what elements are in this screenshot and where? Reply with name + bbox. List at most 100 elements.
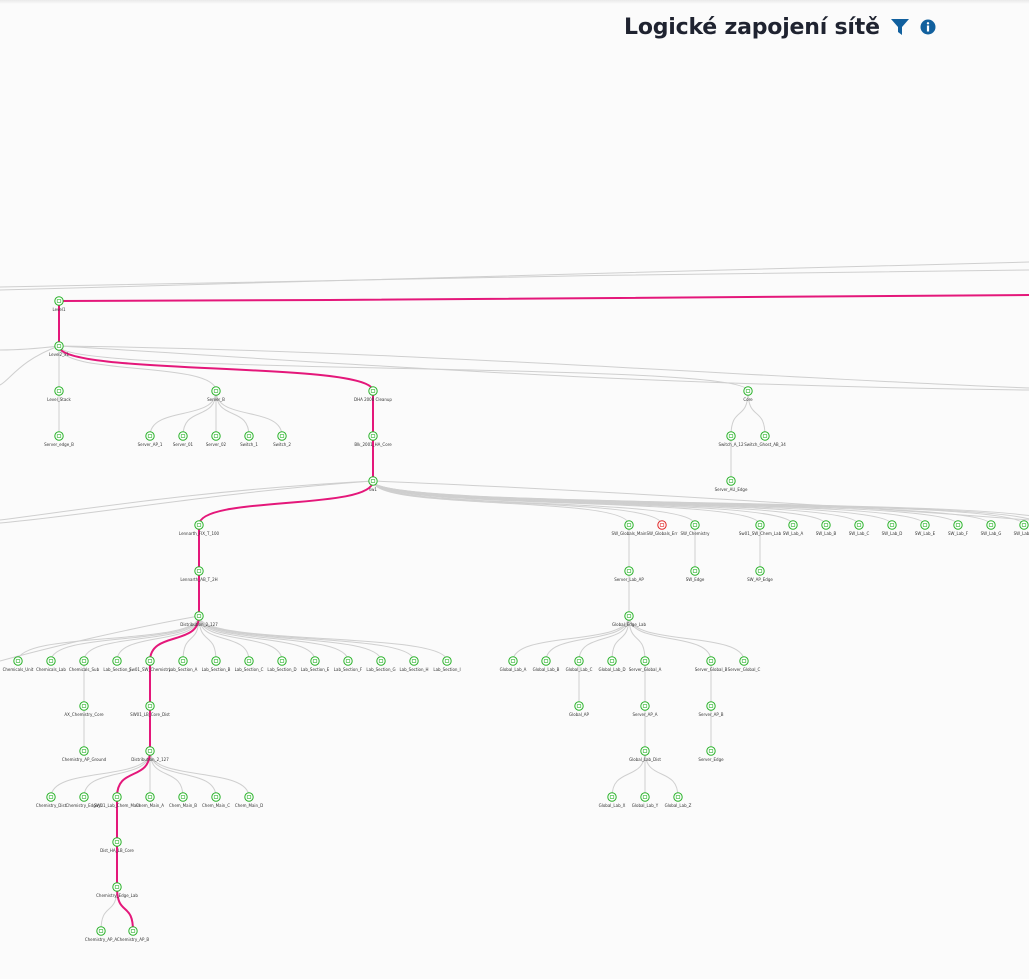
network-node[interactable]: Chemistry_Edge_Lab (96, 882, 138, 898)
network-node[interactable]: Lennarth_AB_T_2H (180, 566, 218, 582)
network-node[interactable]: SW_Lab_C (849, 520, 870, 536)
network-node[interactable]: SW_Lab_G (981, 520, 1002, 536)
network-node[interactable]: Server_02 (206, 431, 227, 447)
node-label: Lab_Section_H (399, 667, 428, 672)
network-node[interactable]: Server_edge_B (44, 431, 74, 447)
network-node[interactable]: DHA 2000 Cleanup (354, 386, 392, 402)
network-node[interactable]: Lab_Section_D (267, 656, 297, 672)
node-label: Server_Global_B (695, 667, 728, 672)
network-node[interactable]: Chem_Main_A (136, 792, 164, 808)
network-node[interactable]: Lab_Section_C (235, 656, 264, 672)
network-node[interactable]: Global_Lab_Dist (629, 746, 661, 762)
node-label: Chemicals_Lab (36, 667, 66, 672)
network-node[interactable]: Blk_2001_HA_Core (354, 431, 392, 447)
network-node[interactable]: Lennarth_FIX_T_100 (179, 520, 220, 536)
network-node[interactable]: Level1 (52, 296, 66, 312)
network-node[interactable]: SW01_Lab_Chem_Main (94, 792, 141, 808)
network-node[interactable]: Switch_Ghost_AB_34 (744, 431, 786, 447)
network-node[interactable]: Dist_HA_LB_Core (100, 837, 134, 853)
node-label: SW_Lab_C (849, 531, 870, 536)
node-circle (760, 431, 770, 441)
network-node[interactable]: SW_Lab_E (915, 520, 936, 536)
network-node[interactable]: Switch_1 (240, 431, 258, 447)
network-node[interactable]: Server_AP_1 (138, 431, 163, 447)
filter-icon[interactable] (890, 17, 910, 37)
node-label: Lab_Section_I (433, 667, 460, 672)
network-node[interactable]: Lab_Section_G (366, 656, 396, 672)
device-icon (823, 523, 829, 527)
network-node[interactable]: Chem_Main_D (235, 792, 263, 808)
network-node[interactable]: sw1 (368, 476, 378, 492)
network-node[interactable]: Server_Global_B (695, 656, 728, 672)
network-node[interactable]: Chemistry_AP_A (85, 926, 118, 942)
network-node[interactable]: Global_AP (569, 701, 590, 717)
network-node[interactable]: Chemistry_Dist (36, 792, 67, 808)
network-node[interactable]: Distribution_2_127 (131, 746, 169, 762)
network-node[interactable]: Global_Lab_C (566, 656, 593, 672)
network-node[interactable]: SW_AP_Edge (747, 566, 773, 582)
network-node[interactable]: Server_Global_C (728, 656, 761, 672)
network-node[interactable]: Lab_Section_H (399, 656, 429, 672)
network-node[interactable]: Server_AU_Edge (715, 476, 748, 492)
network-node[interactable]: Chem_Main_B (169, 792, 197, 808)
network-node[interactable]: Lab_Section_B (202, 656, 231, 672)
network-node[interactable]: SW01_LB_Core_Dist (130, 701, 170, 717)
network-node[interactable]: Chemistry_Edge_L (66, 792, 104, 808)
node-circle (690, 566, 700, 576)
network-node[interactable]: Global_Lab_Z (665, 792, 692, 808)
network-node[interactable]: SW_Lab_D (882, 520, 903, 536)
network-node[interactable]: SW_Edge (686, 566, 705, 582)
network-node[interactable]: Server_AP_B (698, 701, 724, 717)
network-node[interactable]: Chemicals_Lab (36, 656, 66, 672)
network-node[interactable]: SW_Lab_B (816, 520, 837, 536)
network-node[interactable]: SW_Chemistry (681, 520, 711, 536)
network-node[interactable]: Lab_Section_F (334, 656, 363, 672)
network-node[interactable]: Global_Lab_Y (632, 792, 659, 808)
network-node[interactable]: SW_Lab_F (948, 520, 969, 536)
network-node[interactable]: SW_Lab_A (783, 520, 804, 536)
network-node[interactable]: AX_Chemistry_Core (64, 701, 104, 717)
network-node[interactable]: Chem_Main_C (202, 792, 230, 808)
network-node[interactable]: Server_Lab_AP (614, 566, 644, 582)
network-node[interactable]: Server_AP_A (632, 701, 658, 717)
network-node[interactable]: Server_01 (173, 431, 194, 447)
network-node[interactable]: Server_Edge (698, 746, 724, 762)
network-node[interactable]: Distribution_2_127 (180, 611, 218, 627)
device-icon (642, 704, 648, 708)
network-node[interactable]: Chemicals_Sub (69, 656, 100, 672)
graph-edge (198, 615, 382, 662)
device-icon (692, 569, 698, 573)
network-node[interactable]: SW_Lab_H (1014, 520, 1029, 536)
network-node[interactable]: SW_Globals_Err (646, 520, 678, 536)
network-node[interactable]: Server_Global_A (629, 656, 662, 672)
network-node[interactable]: Sw01_SW_Chem_Lab (739, 520, 782, 536)
network-node[interactable]: Global_Lab_X (599, 792, 626, 808)
network-node[interactable]: Sw01_SW_Chemistry (129, 656, 172, 672)
network-node[interactable]: Lab_Section_A (169, 656, 198, 672)
network-node[interactable]: Chemistry_AP_B (117, 926, 150, 942)
network-node[interactable]: Switch_2 (273, 431, 291, 447)
network-node[interactable]: Chemistry_AP_Ground (62, 746, 107, 762)
network-node[interactable]: Core (743, 386, 753, 402)
network-node[interactable]: Global_Lab_D (598, 656, 626, 672)
network-node[interactable]: Global_Edge_Lab (612, 611, 647, 627)
network-node[interactable]: Lab_Section_J (103, 656, 131, 672)
network-node[interactable]: Server_B (207, 386, 225, 402)
node-circle (343, 656, 353, 666)
network-node[interactable]: Global_Lab_A (500, 656, 527, 672)
info-icon[interactable] (920, 19, 936, 35)
graph-edge (17, 615, 200, 662)
network-node[interactable]: Lab_Section_I (433, 656, 461, 672)
network-node[interactable]: Level2_x1 (49, 341, 69, 357)
network-node[interactable]: SW_Globals_Main (612, 520, 647, 536)
top-shadow (0, 0, 1029, 4)
network-node[interactable]: Switch_A_12 (718, 431, 744, 447)
network-node[interactable]: Global_Lab_B (533, 656, 560, 672)
device-icon (81, 659, 87, 663)
graph-edge (215, 390, 283, 437)
network-node[interactable]: Level_Stack (47, 386, 71, 402)
network-node[interactable]: Lab_Section_E (301, 656, 330, 672)
network-node[interactable]: Chemicals_Unit (3, 656, 34, 672)
device-icon (56, 434, 62, 438)
